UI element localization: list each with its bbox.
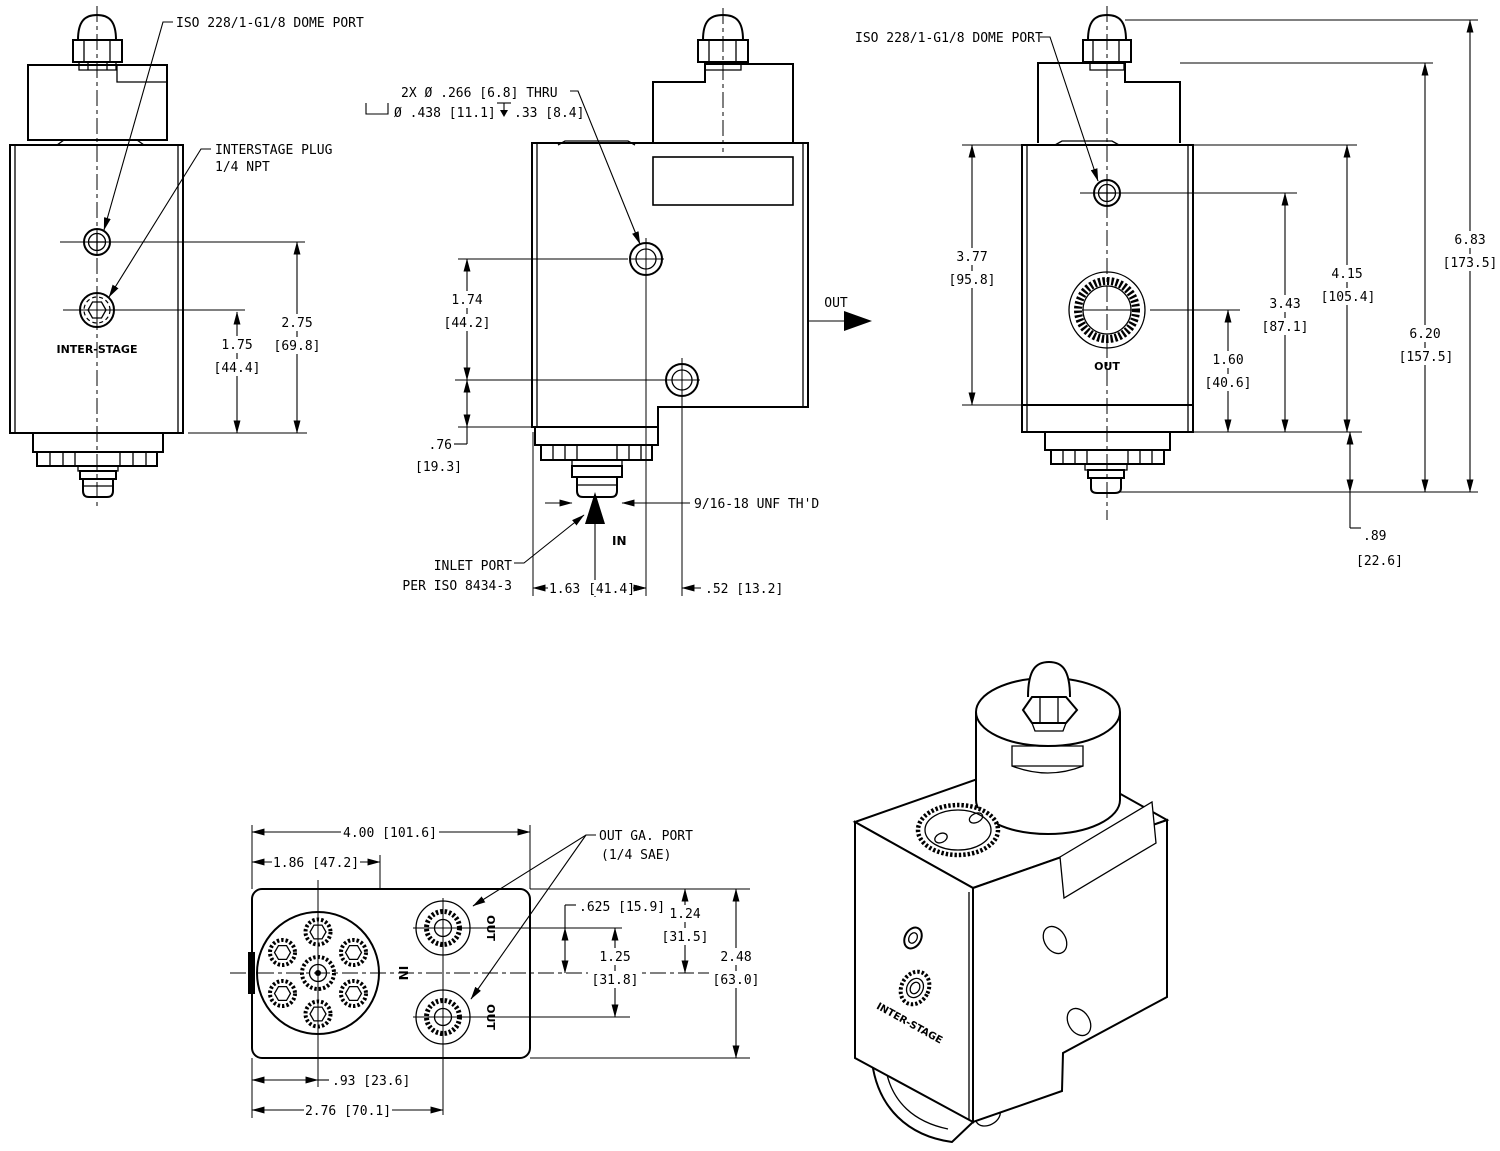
holes-note-depth: .33 [8.4] — [514, 106, 584, 121]
dim-offset: .625 [15.9] — [579, 900, 665, 915]
dim-ports-in: 1.25 — [599, 950, 630, 965]
inlet-label-2: PER ISO 8434-3 — [402, 579, 512, 594]
inlet-label-1: INLET PORT — [434, 559, 512, 574]
ga-port-label-2: (1/4 SAE) — [601, 848, 671, 863]
mounting-hole-lower — [455, 358, 700, 596]
dim-dome-mm: [87.1] — [1262, 320, 1309, 335]
front-base — [32, 432, 164, 498]
holes-note-cbore: Ø .438 [11.1] — [394, 106, 496, 121]
dim-body-in: 4.15 — [1331, 267, 1362, 282]
name-plate — [652, 156, 794, 206]
back-dome-port-label: ISO 228/1-G1/8 DOME PORT — [855, 31, 1043, 46]
leader-holes — [570, 90, 641, 245]
back-out-label: OUT — [1094, 360, 1120, 373]
bottom-in-label: IN — [396, 966, 410, 981]
front-dome-port-label: ISO 228/1-G1/8 DOME PORT — [176, 16, 364, 31]
dim-cap-mm: [157.5] — [1399, 350, 1454, 365]
dim-dome-in: 2.75 — [281, 316, 312, 331]
dim-body-mm: [105.4] — [1321, 290, 1376, 305]
mounting-hole-upper — [458, 238, 664, 596]
front-body-label: INTER-STAGE — [57, 343, 138, 356]
dim-dome-mm: [69.8] — [274, 339, 321, 354]
dim-hole-offset: .52 [13.2] — [705, 582, 783, 597]
iso-name-plate — [1059, 800, 1157, 900]
iso-dome-cap — [1027, 660, 1071, 698]
out-port — [1068, 271, 1146, 349]
interstage-plug-label-1: INTERSTAGE PLUG — [215, 143, 333, 158]
interstage-plug-label-2: 1/4 NPT — [215, 160, 270, 175]
dim-out-mm: [40.6] — [1205, 376, 1252, 391]
dim-inlet: 1.63 [41.4] — [549, 582, 635, 597]
dim-depth-in: 2.48 — [720, 950, 751, 965]
dim-total-mm: [173.5] — [1443, 256, 1498, 271]
dim-edge-mm: [31.5] — [662, 930, 709, 945]
dim-dome-in: 3.43 — [1269, 297, 1300, 312]
dim-width: 4.00 [101.6] — [343, 826, 437, 841]
out-flow-arrow — [844, 311, 872, 331]
iso-dome-port — [903, 926, 923, 950]
dome-cap — [1087, 13, 1127, 41]
depth-icon — [497, 102, 511, 117]
valve-body — [531, 142, 809, 428]
in-flow-arrow — [585, 492, 605, 524]
dim-upper-mm: [44.2] — [444, 316, 491, 331]
ga-port-label-1: OUT GA. PORT — [599, 829, 693, 844]
dim-lower-in: .76 — [429, 438, 452, 453]
back-view: OUT 3.77 [95.8] 1.60 [40.6] — [855, 6, 1500, 569]
dim-total-in: 6.83 — [1454, 233, 1485, 248]
back-base — [1044, 431, 1171, 494]
dim-upper-in: 1.74 — [451, 293, 482, 308]
dim-edge-in: 1.24 — [669, 907, 700, 922]
counterbore-icon — [365, 103, 389, 115]
dim-plug-in: 1.75 — [221, 338, 252, 353]
valve-body — [9, 144, 184, 434]
dim-depth-mm: [63.0] — [713, 973, 760, 988]
front-view: INTER-STAGE 1.75 [44.4] 2.75 [69.8] ISO … — [9, 6, 364, 508]
dim-in-center: .93 [23.6] — [332, 1074, 410, 1089]
leader-ga-port-1 — [472, 834, 596, 907]
side-base — [534, 426, 659, 498]
out-gauge-port-1: OUT — [413, 900, 497, 956]
leader-ga-port-2 — [470, 834, 587, 1000]
spring-cap — [1037, 62, 1181, 143]
iso-mount-hole-1 — [1042, 925, 1068, 955]
dome-cap — [702, 13, 744, 41]
bottom-view: IN OUT OUT 4.00 [101.6] 1.86 [47.2] — [230, 824, 763, 1119]
iso-knurled-dial — [915, 802, 1001, 858]
spring-cap — [652, 63, 794, 143]
iso-mount-hole-2 — [1066, 1007, 1092, 1037]
dim-plug-mm: [44.4] — [214, 361, 261, 376]
dim-out-in: 1.60 — [1212, 353, 1243, 368]
dim-lower-mm: [19.3] — [415, 460, 462, 475]
leader-inlet — [514, 514, 585, 564]
iso-right-face — [972, 818, 1168, 1124]
dim-cap-in: 6.20 — [1409, 327, 1440, 342]
iso-base-fitting — [871, 1061, 974, 1144]
leader-dome-port — [1040, 36, 1099, 182]
dim-flange: 1.86 [47.2] — [273, 856, 359, 871]
dim-out-center: 2.76 [70.1] — [305, 1104, 391, 1119]
leader-dome-port — [103, 21, 173, 231]
thread-label: 9/16-18 UNF TH'D — [694, 497, 819, 512]
in-label: IN — [612, 534, 627, 548]
dim-back-in: 3.77 — [956, 250, 987, 265]
dome-port — [60, 228, 305, 256]
out-label: OUT — [824, 296, 848, 311]
iso-interstage-port — [898, 969, 932, 1007]
side-view: 1.74 [44.2] .76 [19.3] 9/16-18 UNF TH'D … — [365, 8, 872, 597]
leader-interstage-plug — [108, 148, 211, 298]
dim-stud-mm: [22.6] — [1356, 554, 1403, 569]
holes-note-line1: 2X Ø .266 [6.8] THRU — [401, 86, 558, 101]
spring-cap — [27, 64, 168, 141]
dome-port — [1080, 179, 1135, 207]
dome-cap — [77, 13, 117, 41]
dim-ports-mm: [31.8] — [592, 973, 639, 988]
dim-stud-in: .89 — [1363, 529, 1386, 544]
inlet-flange: IN — [248, 911, 410, 1035]
interstage-plug — [63, 292, 245, 328]
dim-back-mm: [95.8] — [949, 273, 996, 288]
isometric-view: INTER-STAGE — [852, 660, 1170, 1144]
